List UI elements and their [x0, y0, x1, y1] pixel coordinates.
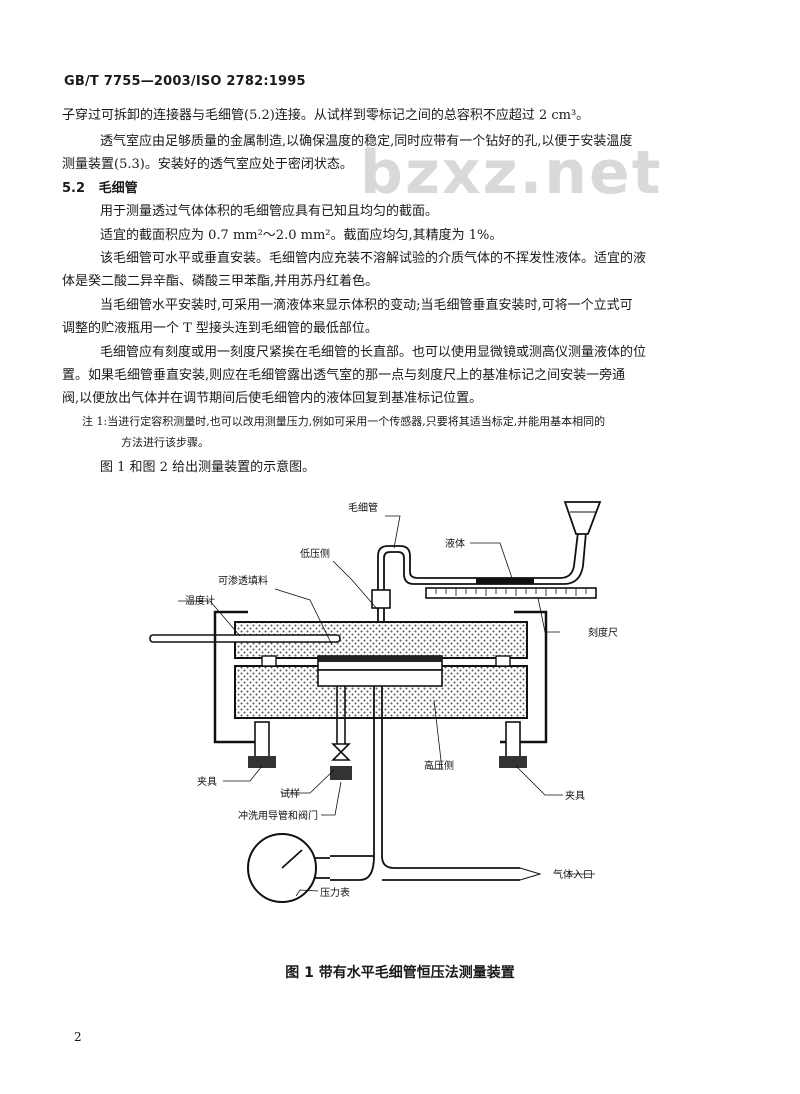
clamp-right-screw — [505, 721, 521, 759]
thermometer-tube — [149, 634, 341, 643]
paragraph-line: 体是癸二酸二异辛酯、磷酸三甲苯酯,并用苏丹红着色。 — [62, 274, 379, 289]
paragraph-line: 子穿过可拆卸的连接器与毛细管(5.2)连接。从试样到零标记之间的总容积不应超过 … — [62, 108, 590, 123]
lower-cell-block — [234, 665, 528, 719]
section-title: 毛细管 — [98, 181, 138, 196]
paragraph-line: 当毛细管水平安装时,可采用一滴液体来显示体积的变动;当毛细管垂直安装时,可将一个… — [100, 298, 633, 313]
paragraph-line: 阀,以便放出气体并在调节期间后使毛细管内的液体回复到基准标记位置。 — [62, 391, 483, 406]
paragraph-line: 测量装置(5.3)。安装好的透气室应处于密闭状态。 — [62, 157, 353, 172]
clamp-right-knob — [499, 756, 527, 768]
permeable-filler-layer — [318, 656, 442, 662]
label-specimen: 试样 — [280, 787, 300, 800]
label-scale: 刻度尺 — [588, 626, 618, 639]
note-line: 注 1:当进行定容积测量时,也可以改用测量压力,例如可采用一个传感器,只要将其适… — [82, 415, 606, 428]
paragraph-line: 适宜的截面积应为 0.7 mm²～2.0 mm²。截面应均匀,其精度为 1%。 — [100, 228, 503, 243]
paragraph-line: 该毛细管可水平或垂直安装。毛细管内应充装不溶解试验的介质气体的不挥发性液体。适宜… — [100, 251, 647, 266]
label-capillary: 毛细管 — [348, 501, 378, 514]
capillary-tube — [377, 531, 579, 590]
standard-header: GB/T 7755—2003/ISO 2782:1995 — [64, 74, 306, 89]
paragraph-line: 置。如果毛细管垂直安装,则应在毛细管露出透气室的那一点与刻度尺上的基准标记之间安… — [62, 368, 626, 383]
label-clamp-right: 夹具 — [565, 789, 585, 802]
section-number: 5.2 — [62, 181, 86, 196]
label-pressure-gauge: 压力表 — [320, 886, 350, 899]
specimen-holder — [317, 669, 443, 687]
label-thermometer: 温度计 — [185, 594, 215, 607]
seal-ring — [261, 655, 277, 667]
note-line: 方法进行该步骤。 — [121, 436, 209, 449]
clamp-right-frame — [500, 610, 548, 744]
connector — [371, 589, 391, 609]
paragraph-line: 透气室应由足够质量的金属制造,以确保温度的稳定,同时应带有一个钻好的孔,以便于安… — [100, 134, 633, 149]
liquid-drop — [476, 578, 534, 584]
paragraph-line: 调整的贮液瓶用一个 T 型接头连到毛细管的最低部位。 — [62, 321, 378, 336]
flush-valve — [331, 743, 351, 761]
gas-supply-pipe — [330, 855, 520, 881]
label-gas-inlet: 气体入口 — [553, 868, 593, 881]
clamp-left-frame — [213, 610, 262, 744]
liquid-reservoir — [563, 501, 602, 535]
valve-handle — [330, 766, 352, 780]
label-permeable-filler: 可渗透填料 — [218, 574, 268, 587]
clamp-left-knob — [248, 756, 276, 768]
label-low-side: 低压侧 — [300, 547, 330, 560]
paragraph-line: 用于测量透过气体体积的毛细管应具有已知且均匀的截面。 — [100, 204, 439, 219]
label-clamp-left: 夹具 — [197, 775, 217, 788]
section-heading: 5.2 毛细管 — [62, 181, 138, 197]
seal-ring — [495, 655, 511, 667]
paragraph-line: 图 1 和图 2 给出测量装置的示意图。 — [100, 460, 316, 475]
figure-caption: 图 1 带有水平毛细管恒压法测量装置 — [285, 965, 515, 981]
watermark: bzxz.net — [360, 138, 663, 208]
leader-lines — [178, 515, 595, 897]
clamp-left-screw — [254, 721, 270, 759]
label-flush-valve: 冲洗用导管和阀门 — [238, 809, 318, 822]
label-liquid: 液体 — [445, 537, 465, 550]
scale-ticks — [435, 588, 587, 596]
graduated-scale — [425, 587, 597, 599]
label-high-side: 高压侧 — [424, 759, 454, 772]
paragraph-line: 毛细管应有刻度或用一刻度尺紧挨在毛细管的长直部。也可以使用显微镜或测高仪测量液体… — [100, 345, 647, 360]
gauge-needle — [281, 849, 303, 869]
page-number: 2 — [74, 1030, 82, 1044]
